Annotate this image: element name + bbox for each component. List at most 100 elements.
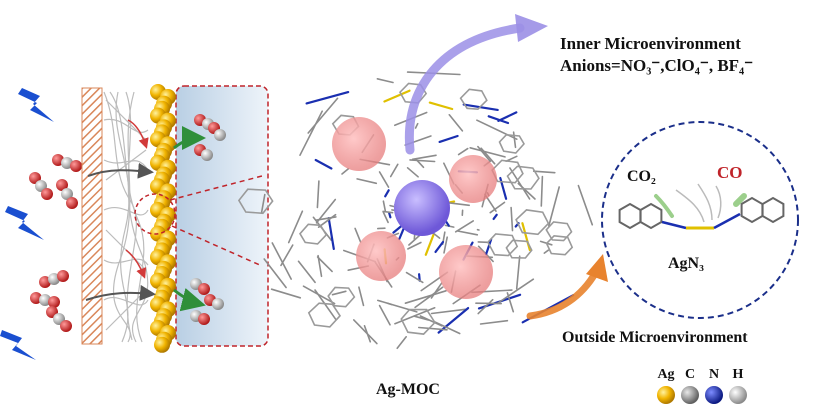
phenyl-ring [307, 302, 342, 328]
lightning-icon [18, 88, 54, 122]
anion-spheres [332, 117, 497, 299]
phenyl-ring [498, 133, 525, 154]
co2-label: CO₂ [627, 168, 656, 185]
moc-bond [383, 89, 411, 103]
moc-bond [356, 178, 378, 185]
legend-h-label: H [732, 367, 744, 382]
moc-bond [287, 210, 304, 244]
outside-microenvironment-title: Outside Microenvironment [562, 329, 748, 346]
moc-bond [417, 326, 448, 331]
moc-bond [404, 289, 447, 305]
inset-ring [639, 202, 663, 230]
moc-bond [396, 335, 408, 350]
legend-n-sphere [705, 386, 723, 404]
moc-bond [469, 147, 506, 158]
phenyl-ring [400, 308, 436, 335]
moc-bond [305, 90, 350, 105]
moc-bond [515, 255, 521, 290]
moc-bond [487, 115, 510, 125]
moc-bond [492, 213, 498, 220]
moc-bond [577, 184, 594, 226]
moc-bond [512, 131, 517, 149]
moc-bond [358, 286, 365, 307]
moc-bond [316, 256, 333, 273]
lightning-icons [0, 88, 54, 360]
moc-bond [485, 238, 493, 256]
moc-bond [532, 170, 556, 174]
moc-bond [263, 258, 287, 289]
moc-bond [489, 201, 506, 214]
legend-ag-sphere [657, 386, 675, 404]
moc-bond [378, 304, 391, 326]
moc-bond [405, 271, 424, 284]
moc-bond [419, 315, 443, 327]
moc-bond [477, 145, 491, 162]
moc-bond [510, 206, 514, 232]
lightning-icon [5, 206, 44, 240]
outside-arrow [526, 268, 600, 320]
moc-bond [448, 114, 464, 132]
moc-bond [456, 230, 479, 236]
moc-bond [437, 307, 470, 334]
co-label: CO [717, 163, 743, 182]
moc-bond [454, 220, 475, 233]
anion-sphere [439, 245, 493, 299]
ag-catalyst-layer [150, 84, 176, 353]
moc-bond [352, 319, 378, 345]
moc-bond [457, 147, 469, 156]
moc-bond [496, 278, 535, 305]
inner-arrow [404, 23, 525, 155]
moc-bond [476, 119, 518, 140]
phenyl-ring [327, 286, 356, 308]
outside-arrow-head [586, 254, 608, 282]
moc-bond [547, 186, 561, 227]
moc-bond [430, 282, 443, 299]
moc-bond [406, 167, 419, 178]
moc-bond [413, 315, 430, 321]
moc-bond [434, 240, 445, 253]
ag-moc-label: Ag-MOC [376, 381, 440, 398]
moc-bond [517, 182, 536, 200]
moc-bond [388, 211, 392, 219]
moc-bond [430, 308, 467, 315]
legend-n-label: N [708, 367, 720, 382]
moc-bond [497, 111, 518, 123]
moc-bond [389, 163, 399, 178]
moc-bond [331, 290, 347, 296]
phenyl-ring [505, 239, 533, 259]
co2-molecules-left [29, 154, 82, 332]
gas-diffusion-layer [81, 87, 103, 345]
anion-sphere [356, 231, 406, 281]
moc-bond [260, 193, 266, 214]
phenyl-ring [515, 209, 550, 236]
ag-particle [154, 336, 170, 353]
moc-bond [341, 168, 350, 175]
phenyl-ring [299, 223, 328, 245]
moc-bond [386, 302, 393, 306]
moc-bond [428, 101, 454, 111]
moc-bond [477, 298, 494, 315]
moc-bond [299, 110, 324, 156]
legend-c-sphere [681, 386, 699, 404]
moc-bond [382, 210, 394, 214]
phenyl-ring [545, 234, 574, 256]
moc-bond [271, 242, 293, 280]
moc-bond [432, 232, 441, 239]
moc-bond [297, 260, 316, 284]
moc-bond [479, 319, 509, 325]
moc-bond [408, 233, 422, 246]
moc-bond [316, 180, 320, 209]
moc-bond [424, 233, 435, 256]
legend-h-sphere [729, 386, 747, 404]
agn3-label: AgN₃ [668, 255, 704, 272]
carbon-fiber-layer [103, 91, 149, 343]
moc-bond [382, 211, 389, 224]
moc-bond [407, 241, 422, 250]
legend-ag-label: Ag [657, 367, 675, 382]
moc-bond [521, 222, 531, 252]
moc-bond [414, 286, 444, 309]
moc-bond [327, 217, 335, 250]
moc-bond [354, 227, 362, 243]
moc-bond [411, 154, 437, 161]
